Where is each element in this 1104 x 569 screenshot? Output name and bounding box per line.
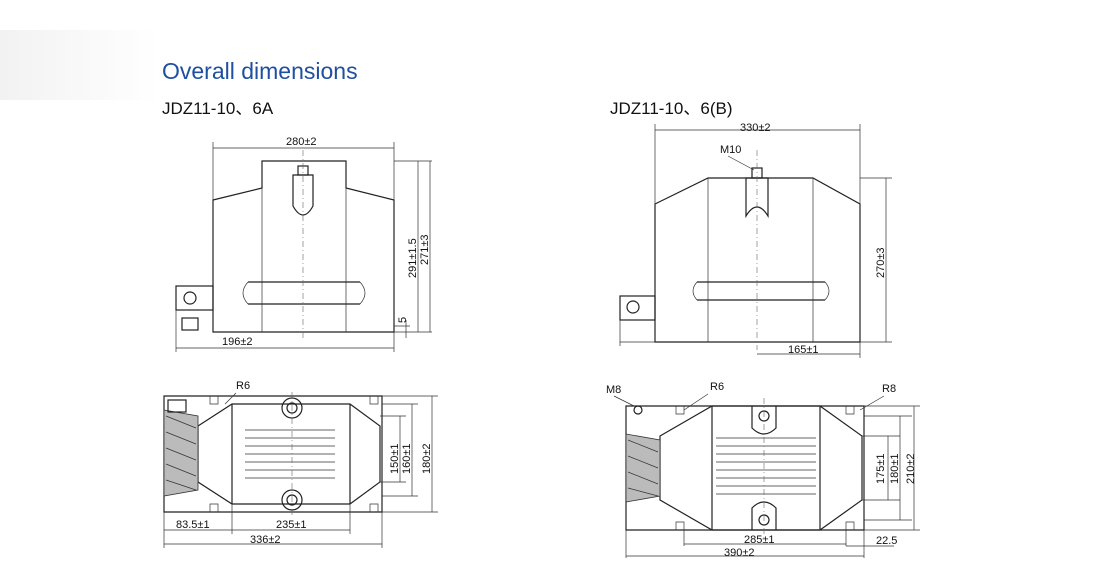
left-front-terminal-offset-label: 196±2 <box>222 336 253 348</box>
left-plan-view <box>163 392 438 548</box>
left-front-base-gap-label: 5 <box>397 317 409 323</box>
right-plan-dim-22-label: 22.5 <box>876 535 897 547</box>
right-front-view <box>619 124 892 358</box>
right-plan-radius-right-label: R8 <box>882 383 896 395</box>
right-plan-view <box>613 393 920 558</box>
left-plan-dim-180-label: 180±2 <box>421 443 433 474</box>
left-front-height-total-label: 291±1.5 <box>407 238 419 278</box>
model-label-right: JDZ11-10、6(B) <box>610 99 733 118</box>
model-label-left: JDZ11-10、6A <box>162 99 274 118</box>
left-front-view <box>175 142 432 352</box>
left-plan-dim-160-label: 160±1 <box>401 443 413 474</box>
right-plan-radius-left-label: R6 <box>710 381 724 393</box>
right-plan-dim-210-label: 210±2 <box>905 453 917 484</box>
left-plan-radius-label: R6 <box>236 380 250 392</box>
right-front-height-label: 270±3 <box>875 247 887 278</box>
left-front-height-label: 271±3 <box>419 234 431 265</box>
right-plan-dim-175-label: 175±1 <box>875 453 887 484</box>
left-plan-dim-83-label: 83.5±1 <box>176 519 210 531</box>
right-plan-dim-285-label: 285±1 <box>744 534 775 546</box>
left-front-width-label: 280±2 <box>286 136 317 148</box>
page-title: Overall dimensions <box>162 58 358 84</box>
right-front-terminal-offset-label: 165±1 <box>788 344 819 356</box>
right-plan-thread-label: M8 <box>606 384 621 396</box>
right-front-width-label: 330±2 <box>740 122 771 134</box>
left-plan-dim-336-label: 336±2 <box>250 534 281 546</box>
left-plan-dim-235-label: 235±1 <box>276 519 307 531</box>
background-fade <box>0 30 160 100</box>
left-plan-dim-150-label: 150±1 <box>389 443 401 474</box>
right-plan-dim-180-label: 180±1 <box>889 453 901 484</box>
right-plan-dim-390-label: 390±2 <box>724 547 755 559</box>
right-front-thread-label: M10 <box>720 144 741 156</box>
